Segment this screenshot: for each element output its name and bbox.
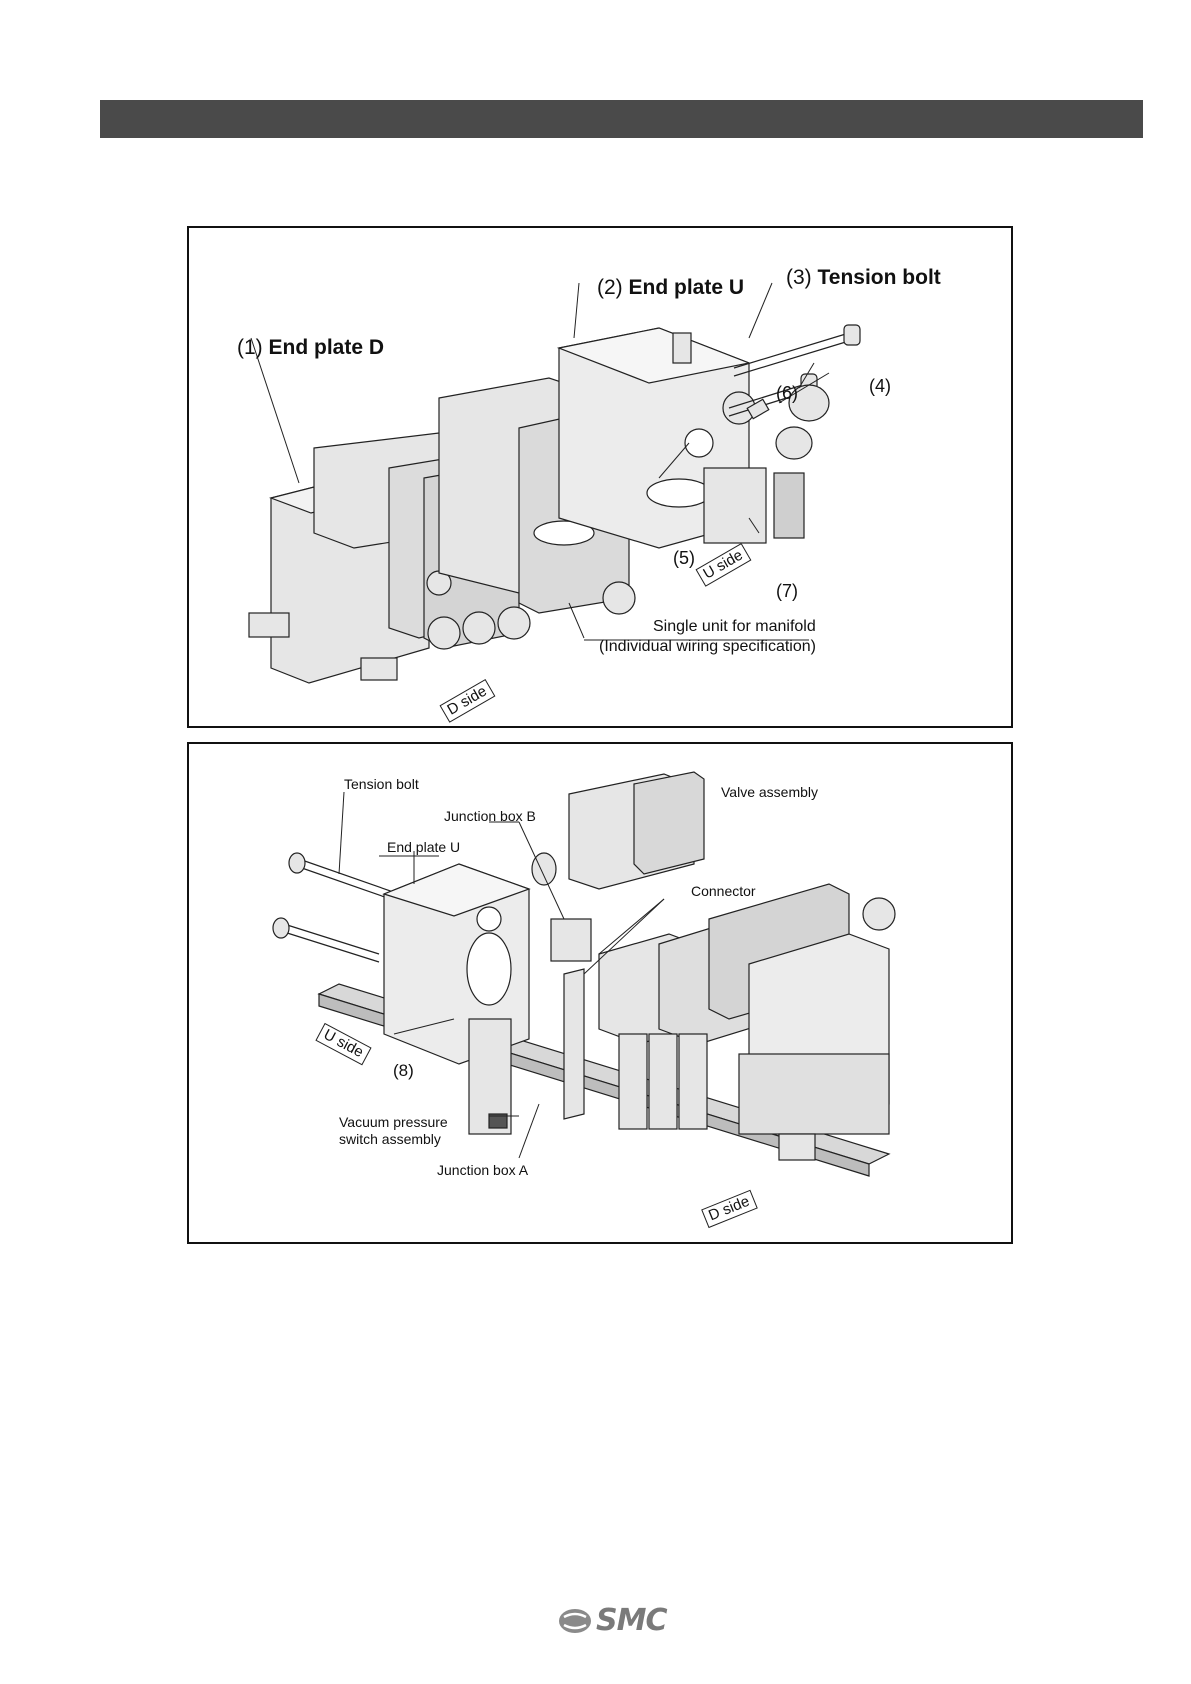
single-unit-label-line2: (Individual wiring specification) <box>599 638 816 655</box>
vacuum-switch-label-line1: Vacuum pressure <box>339 1114 448 1130</box>
smc-logo-text: SMC <box>596 1603 666 1638</box>
end-plate-d-label: (1) End plate D <box>237 336 384 360</box>
exploded-view-figure-2: Tension bolt Junction box B End plate U … <box>187 742 1013 1244</box>
single-unit-label-line1: Single unit for manifold <box>653 618 816 635</box>
item-4-label: (4) <box>869 378 891 395</box>
end-plate-u-label: (2) End plate U <box>597 276 744 300</box>
smc-logo-icon <box>558 1607 592 1635</box>
item-8-label: (8) <box>393 1062 414 1079</box>
tension-bolt-label: Tension bolt <box>344 776 419 792</box>
vacuum-switch-label-line2: switch assembly <box>339 1131 441 1147</box>
junction-box-b-label: Junction box B <box>444 808 536 824</box>
section-header-bar <box>100 100 1143 138</box>
connector-label: Connector <box>691 883 756 899</box>
junction-box-a-label: Junction box A <box>437 1162 528 1178</box>
manifold-exploded-drawing-2 <box>189 744 1011 1242</box>
item-7-label: (7) <box>776 583 798 600</box>
item-6-label: (6) <box>776 385 798 402</box>
item-5-label: (5) <box>673 550 695 567</box>
exploded-view-figure-1: (1) End plate D (2) End plate U (3) Tens… <box>187 226 1013 728</box>
tension-bolt-label: (3) Tension bolt <box>786 266 941 290</box>
end-plate-u-label: End plate U <box>387 839 460 855</box>
smc-logo: SMC <box>558 1603 666 1638</box>
valve-assembly-label: Valve assembly <box>721 784 818 800</box>
